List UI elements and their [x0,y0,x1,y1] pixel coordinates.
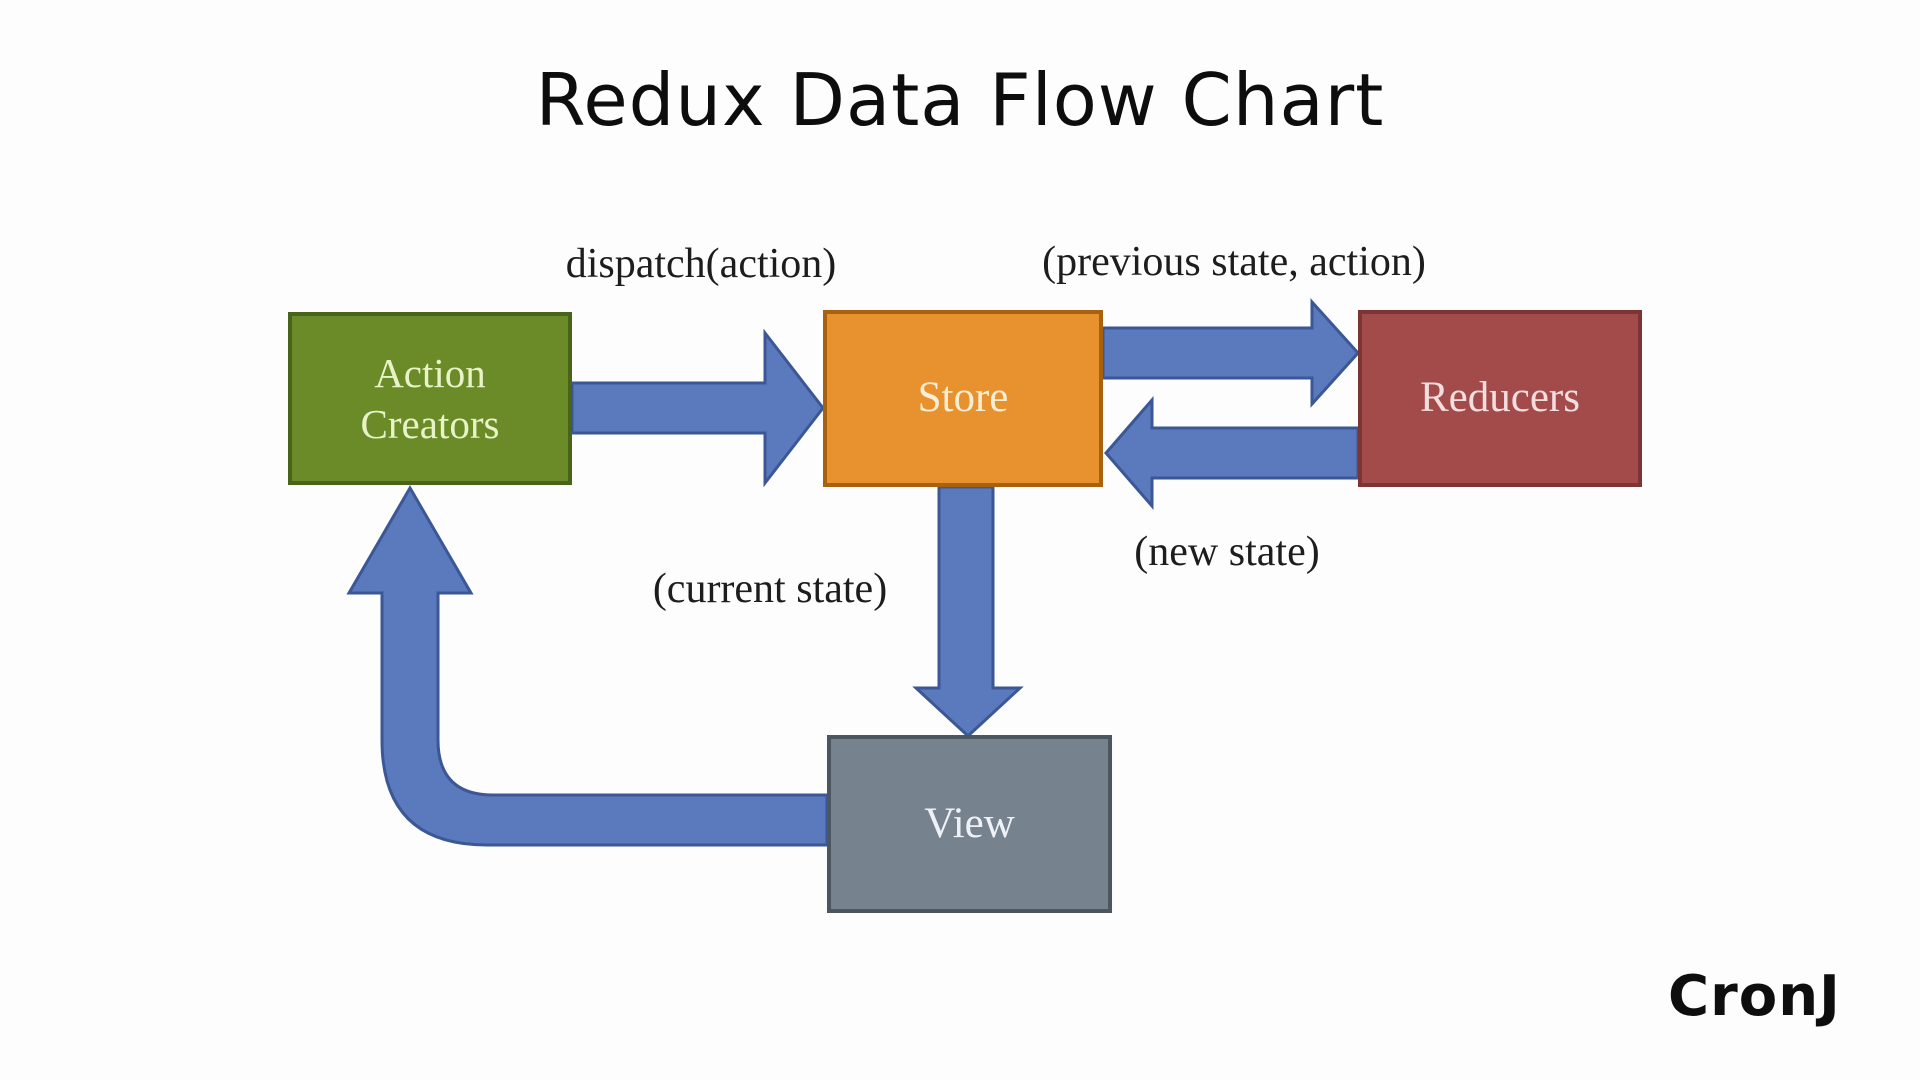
arrow-store-to-view [912,485,1024,739]
node-store-label: Store [917,374,1009,422]
node-action-creators: Action Creators [288,312,572,485]
node-action-creators-label: Action Creators [360,350,500,447]
node-view-label: View [924,799,1015,847]
page-title: Redux Data Flow Chart [535,58,1385,142]
node-store: Store [823,310,1103,487]
edge-label-new-state: (new state) [1134,529,1320,575]
arrow-action-creators-to-store [570,328,825,488]
arrow-store-to-reducers [1101,298,1361,408]
edge-label-dispatch-action: dispatch(action) [565,241,837,287]
arrow-reducers-to-store [1104,395,1360,511]
edge-label-current-state: (current state) [652,566,888,612]
node-reducers: Reducers [1358,310,1642,487]
node-view: View [827,735,1112,913]
arrow-view-to-action-creators [346,485,829,847]
brand-logo: CronJ [1668,964,1841,1029]
edge-label-previous-state-action: (previous state, action) [1042,239,1426,285]
node-reducers-label: Reducers [1420,374,1580,422]
